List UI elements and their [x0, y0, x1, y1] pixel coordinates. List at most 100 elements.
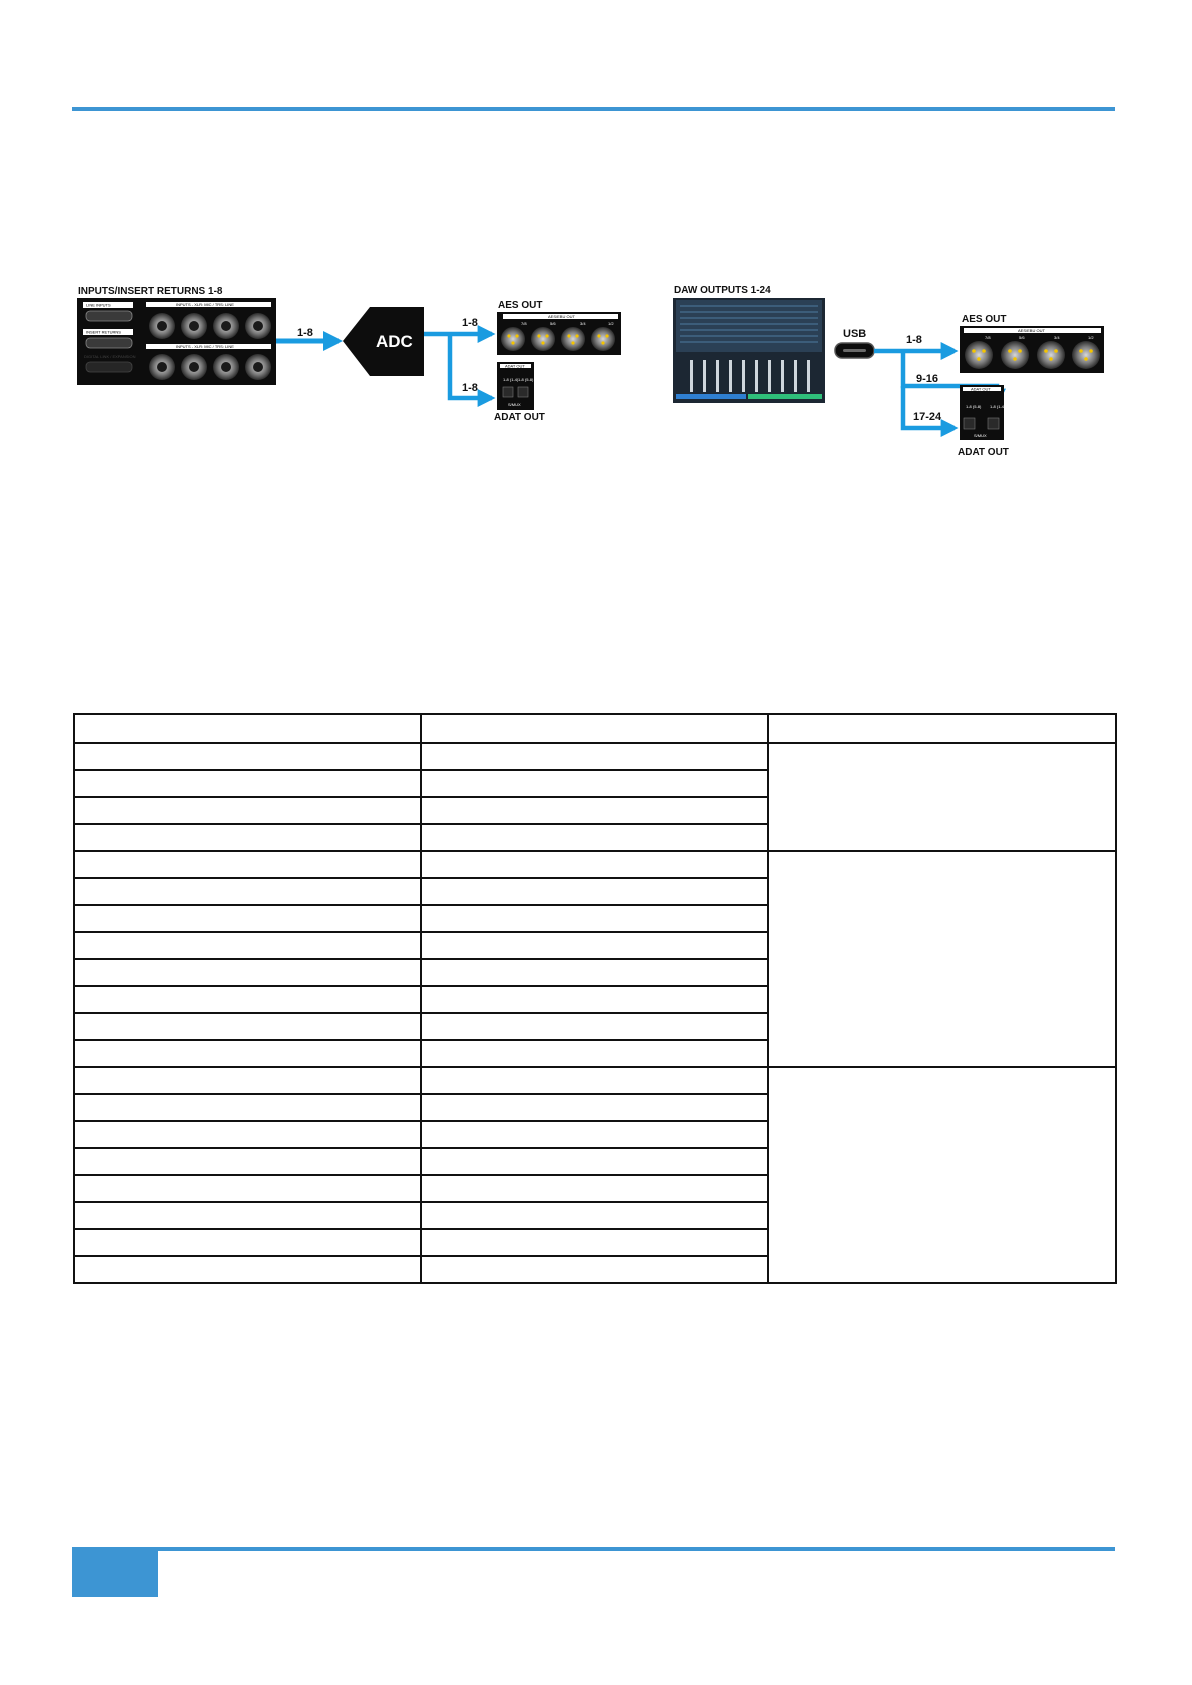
table-cell [420, 1093, 769, 1122]
table-cell [420, 1174, 769, 1203]
table-cell [73, 796, 422, 825]
group-cell [767, 850, 1117, 1068]
table-cell [73, 1147, 422, 1176]
right-adat-port-1: 1-8 (5-8) [966, 404, 982, 409]
right-source-label: DAW OUTPUTS 1-24 [674, 285, 771, 296]
table-cell [420, 1039, 769, 1068]
left-aes-pair-3: 3/4 [580, 321, 586, 326]
daw-mixer-screenshot [673, 298, 825, 403]
table-cell [73, 850, 422, 879]
table-cell [73, 958, 422, 987]
left-adat-smux: S/MUX [508, 402, 521, 407]
left-adat-out-label: ADAT OUT [494, 412, 545, 423]
table-cell [420, 823, 769, 852]
usb-c-tongue [843, 349, 866, 352]
right-aes-pair-4: 1/2 [1088, 335, 1094, 340]
group-cell [767, 1066, 1117, 1284]
right-adat-panel: ADAT OUT 1-8 (5-8) 1-8 (1-4) S/MUX [960, 385, 1006, 440]
left-aes-panel: AES/EBU OUT 7/8 5/6 3/4 1/2 [497, 312, 621, 355]
table-cell [73, 1039, 422, 1068]
table-row [73, 985, 1116, 1014]
table-header-row [73, 713, 1117, 744]
table-header-cell [420, 713, 769, 744]
table-cell [420, 742, 769, 771]
left-aes-panel-title: AES/EBU OUT [548, 314, 575, 319]
left-aes-branch-label: 1-8 [462, 317, 478, 329]
left-adat-branch-label: 1-8 [462, 382, 478, 394]
table-cell [73, 1255, 422, 1284]
table-row [73, 742, 1117, 852]
left-aes-pair-1: 7/8 [521, 321, 527, 326]
right-aes-panel: AES/EBU OUT 7/8 5/6 3/4 1/2 [960, 326, 1104, 373]
table-row [73, 1228, 1116, 1257]
table-row [73, 796, 1116, 825]
table-row [73, 1012, 1116, 1041]
usb-label: USB [843, 328, 866, 340]
table-cell [73, 1120, 422, 1149]
panel-label-expansion: DIGITAL LINK / EXPANSION [84, 354, 136, 359]
table-row [73, 1093, 1116, 1122]
table-row [73, 1039, 1116, 1068]
routing-table [73, 713, 1117, 1284]
table-cell [420, 985, 769, 1014]
table-row [73, 877, 1116, 906]
right-aes-pair-1: 7/8 [985, 335, 991, 340]
table-cell [73, 931, 422, 960]
table-row [73, 1201, 1116, 1230]
right-aes-pair-2: 5/6 [1019, 335, 1025, 340]
left-adat-port-2: 1-8 (5-8) [518, 377, 534, 382]
table-cell [73, 904, 422, 933]
adc-label: ADC [376, 332, 413, 351]
table-cell [73, 1093, 422, 1122]
table-row [73, 1120, 1116, 1149]
table-cell [73, 1012, 422, 1041]
left-aes-out-label: AES OUT [498, 300, 542, 311]
arrow-usb-to-adat-17-24 [900, 386, 959, 437]
table-row [73, 958, 1116, 987]
right-aes-panel-title: AES/EBU OUT [1018, 328, 1045, 333]
table-cell [73, 769, 422, 798]
table-cell [420, 1012, 769, 1041]
left-source-label: INPUTS/INSERT RETURNS 1-8 [78, 286, 223, 297]
right-aes-pair-3: 3/4 [1054, 335, 1060, 340]
left-adat-panel: ADAT OUT 1-8 (1-4) 1-8 (5-8) S/MUX [497, 362, 534, 410]
table-cell [420, 1255, 769, 1284]
table-cell [73, 742, 422, 771]
panel-label-line-inputs: LINE INPUTS [86, 303, 111, 308]
table-row [73, 904, 1116, 933]
panel-label-inputs-top: INPUTS - XLR: MIC / TRS: LINE [176, 302, 234, 307]
table-cell [420, 1228, 769, 1257]
table-row [73, 850, 1117, 1068]
left-aes-pair-2: 5/6 [550, 321, 556, 326]
table-row [73, 1174, 1116, 1203]
footer-rule [72, 1547, 1115, 1551]
table-cell [420, 904, 769, 933]
left-link-label: 1-8 [297, 327, 313, 339]
table-header-cell [767, 713, 1117, 744]
table-row [73, 823, 1116, 852]
routing-diagram: INPUTS/INSERT RETURNS 1-8 LINE INPUTS IN… [77, 285, 1104, 458]
table-cell [73, 877, 422, 906]
table-cell [420, 1066, 769, 1095]
table-cell [420, 796, 769, 825]
left-aes-pair-4: 1/2 [608, 321, 614, 326]
table-cell [73, 823, 422, 852]
right-adat1-branch-label: 9-16 [916, 373, 938, 385]
right-aes-out-label: AES OUT [962, 314, 1006, 325]
table-cell [420, 1120, 769, 1149]
table-cell [420, 958, 769, 987]
left-adat-port-1: 1-8 (1-4) [503, 377, 519, 382]
table-row [73, 1255, 1116, 1284]
right-adat-panel-title: ADAT OUT [971, 387, 991, 392]
table-cell [73, 1228, 422, 1257]
group-cell [767, 742, 1117, 852]
table-row [73, 1147, 1116, 1176]
table-row [73, 1066, 1117, 1284]
right-adat-smux: S/MUX [974, 433, 987, 438]
table-row [73, 931, 1116, 960]
table-cell [420, 877, 769, 906]
right-adat-port-2: 1-8 (1-4) [990, 404, 1006, 409]
table-cell [73, 1174, 422, 1203]
input-rear-panel: LINE INPUTS INSERT RETURNS DIGITAL LINK … [77, 298, 276, 385]
table-cell [420, 1147, 769, 1176]
